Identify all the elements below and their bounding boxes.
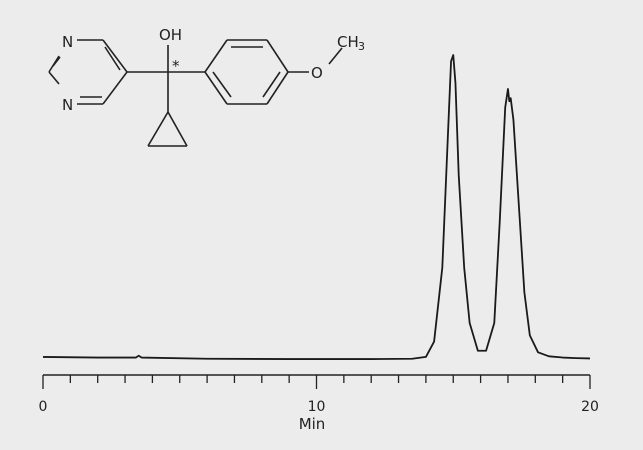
atom-n-bottom: N [62,96,73,114]
atom-n-top: N [62,33,73,51]
atom-o-methoxy: O [311,64,323,82]
x-tick-label: 10 [308,399,326,415]
stereocenter-asterisk: * [172,57,180,75]
atom-ch-subscript: 3 [358,40,365,53]
x-axis-title: Min [299,415,326,433]
x-tick-label: 0 [39,399,48,415]
plot-area [42,54,591,360]
atom-ch: CH [337,33,359,51]
x-axis-tick-labels: 0 10 20 [39,399,599,415]
structure-labels: N N OH * O CH 3 [62,26,365,114]
chromatogram-trace-1 [42,54,591,360]
atom-oh: OH [159,26,182,44]
x-axis-ticks [42,375,591,389]
x-axis: 0 10 20 Min [39,374,599,433]
chemical-structure [48,39,343,147]
x-tick-label: 20 [581,399,599,415]
